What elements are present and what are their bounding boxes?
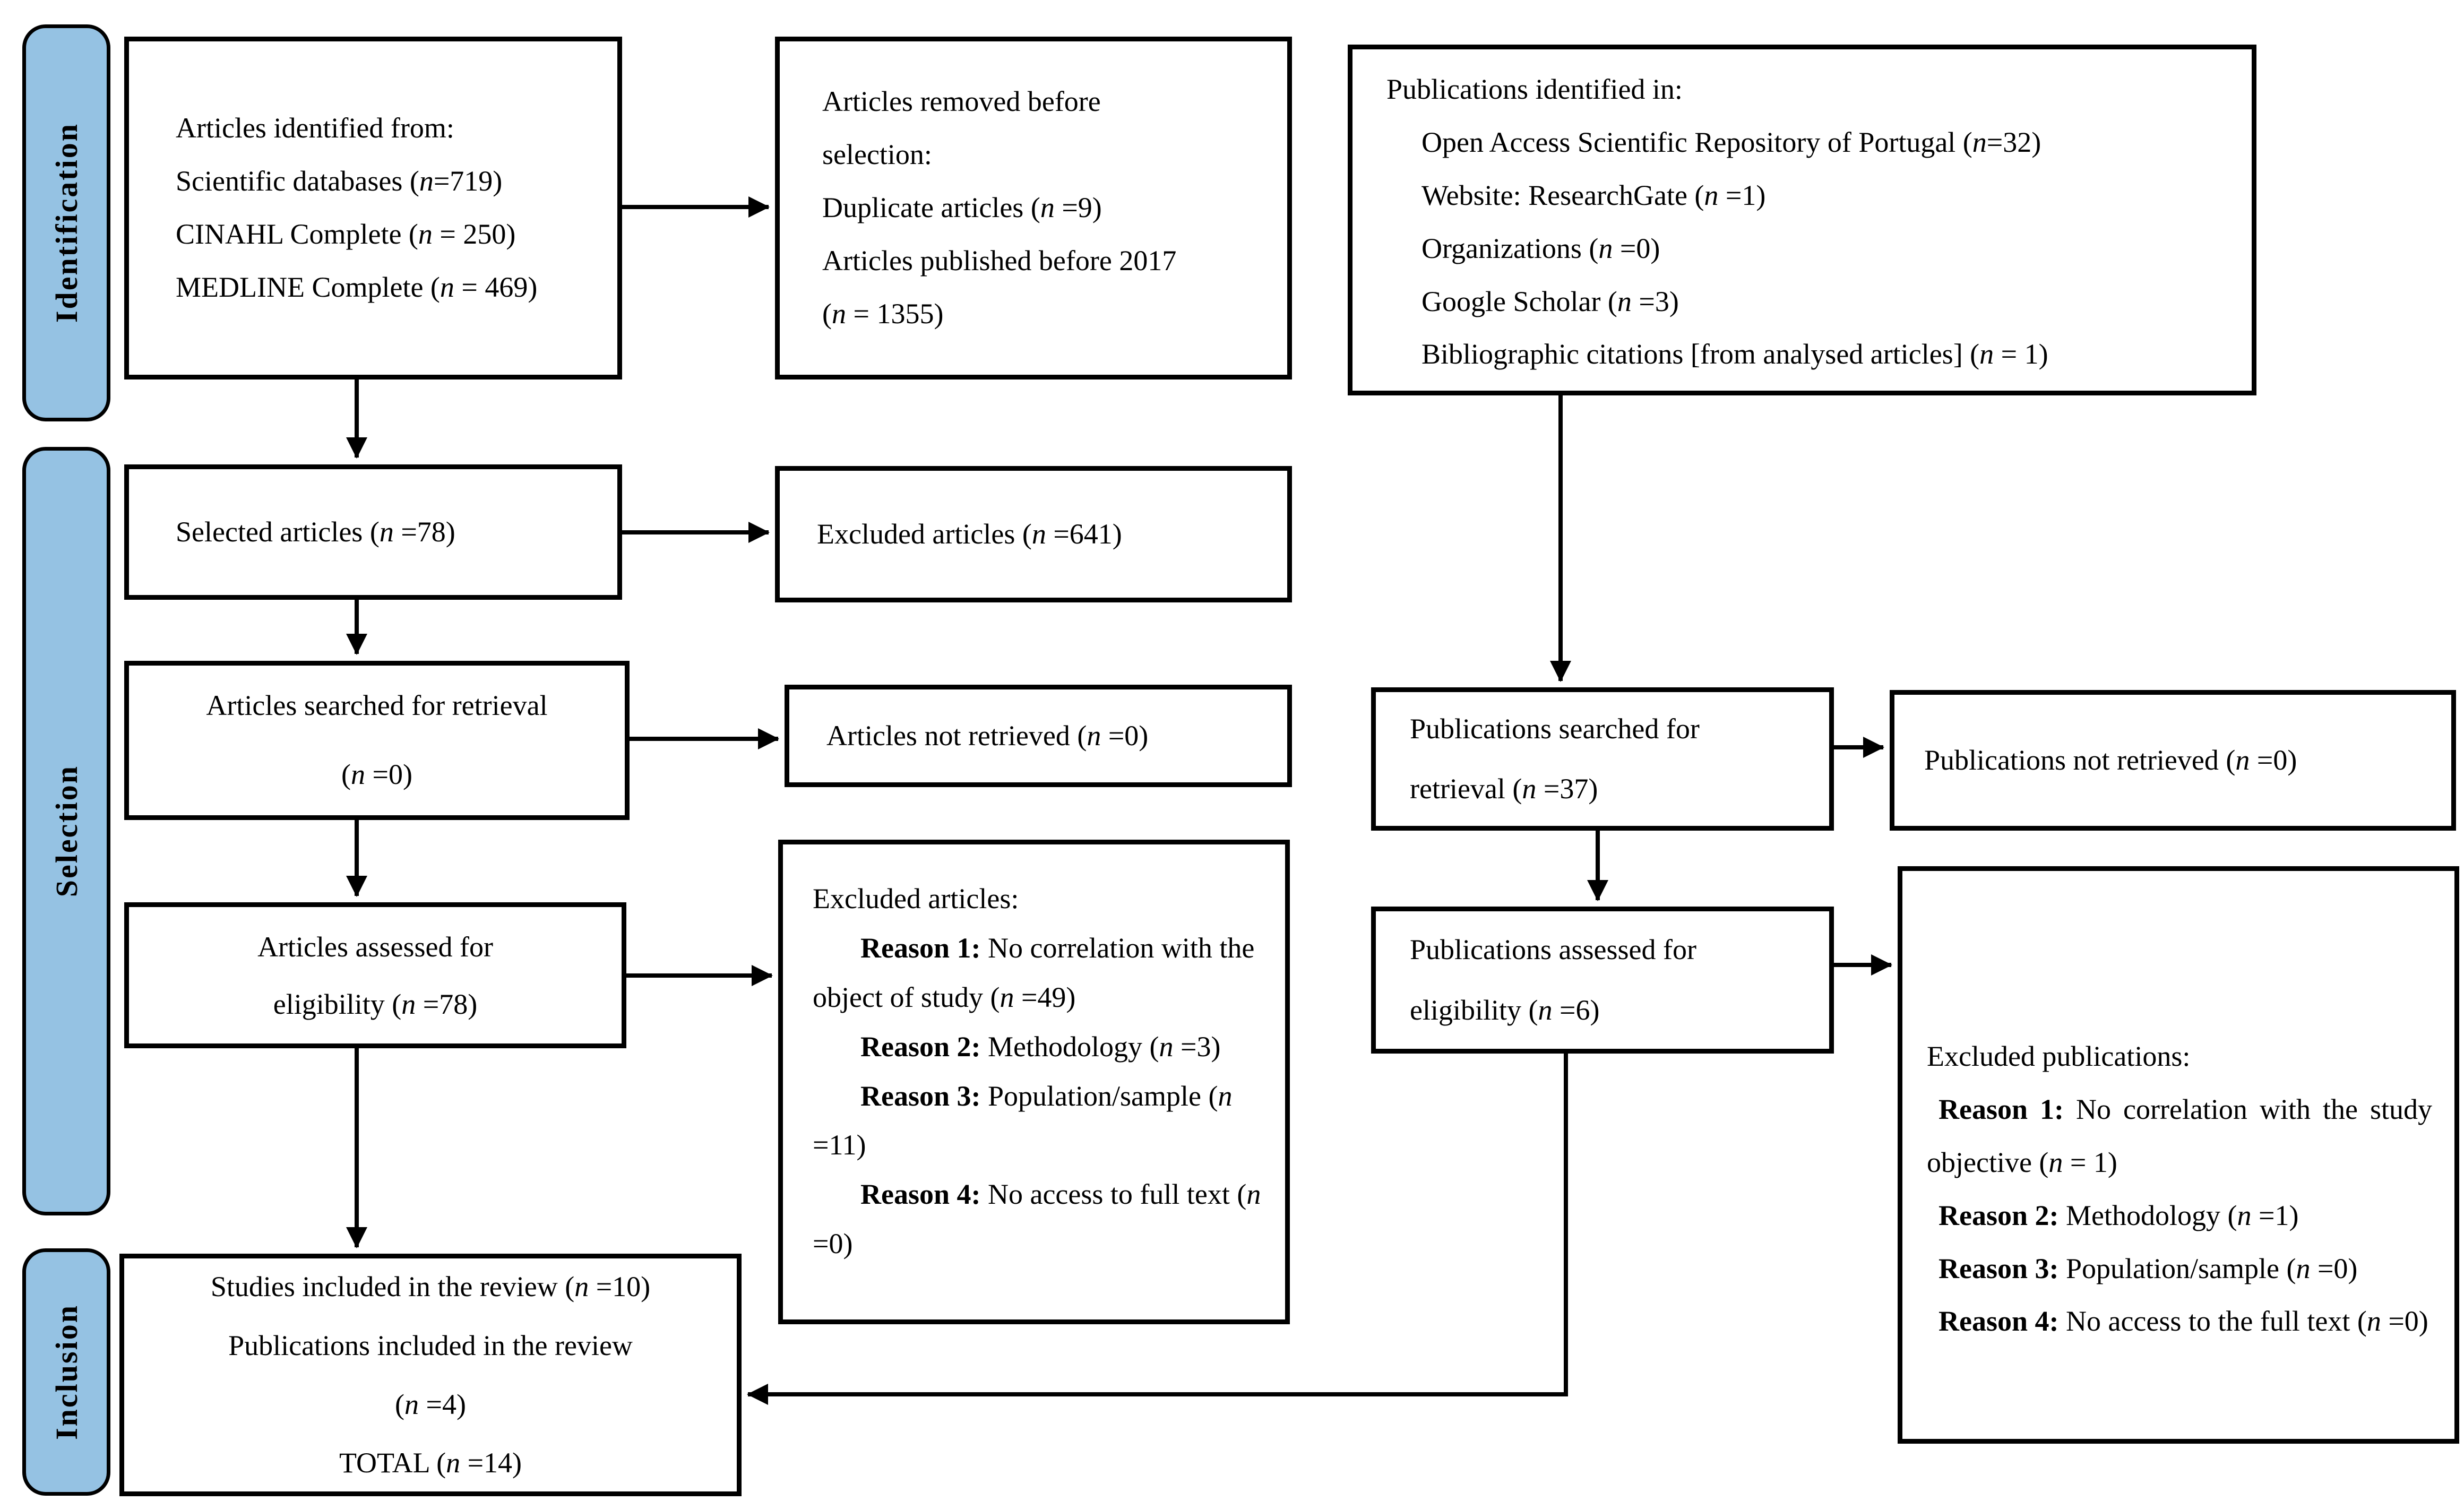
reason-text: Methodology (n =3) [980, 1030, 1221, 1063]
text-line: Scientific databases (n=719) [176, 165, 503, 197]
text-line: TOTAL (n =14) [339, 1447, 522, 1479]
text-line: Articles published before 2017 [822, 244, 1177, 277]
text-line: Studies included in the review (n =10) [210, 1271, 651, 1303]
reason-text: Methodology (n =1) [2058, 1199, 2299, 1231]
node-publications-assessed-for-eligibility: Publications assessed for eligibility (n… [1371, 907, 1834, 1054]
node-publications-not-retrieved: Publications not retrieved (n =0) [1890, 690, 2456, 831]
node-articles-assessed-for-eligibility: Articles assessed for eligibility (n =78… [124, 902, 626, 1048]
reason-label: Reason 4: [1939, 1305, 2059, 1338]
text-line: Publications assessed for [1410, 934, 1696, 966]
text-line: Articles assessed for [257, 930, 493, 963]
reason-label: Reason 1: [1939, 1093, 2064, 1125]
reason-text: No access to the full text (n =0) [2058, 1305, 2428, 1338]
text-line: Publications included in the review [228, 1329, 633, 1361]
text-line: Publications identified in: [1386, 73, 1683, 105]
stage-pill-selection: Selection [22, 447, 110, 1215]
reason-label: Reason 3: [860, 1080, 981, 1112]
node-publications-searched-for-retrieval: Publications searched for retrieval (n =… [1371, 687, 1834, 831]
node-publications-identified: Publications identified in: Open Access … [1348, 45, 2256, 395]
text-line: Excluded publications: [1927, 1040, 2191, 1072]
reason-item: Reason 3: Population/sample (n =11) [813, 1072, 1266, 1170]
node-articles-searched-for-retrieval: Articles searched for retrieval (n =0) [124, 661, 630, 820]
text-line: Excluded articles: [813, 883, 1019, 915]
text-line: Excluded articles (n =641) [817, 518, 1122, 550]
text-line: Publications not retrieved (n =0) [1924, 744, 2297, 777]
reason-item: Reason 4: No access to the full text (n … [1927, 1295, 2432, 1348]
text-line: Articles identified from: [176, 112, 454, 144]
text-line: eligibility (n =6) [1410, 994, 1600, 1026]
reason-label: Reason 2: [1939, 1199, 2059, 1231]
text-line: Articles removed before [822, 85, 1101, 118]
text-line: Selected articles (n =78) [176, 516, 455, 548]
reason-item: Reason 2: Methodology (n =1) [1927, 1189, 2432, 1243]
reason-label: Reason 1: [860, 931, 981, 964]
text-line: Organizations (n =0) [1421, 232, 1660, 264]
text-line: Articles not retrieved (n =0) [826, 720, 1149, 752]
text-line: (n = 1355) [822, 297, 944, 330]
node-selected-articles: Selected articles (n =78) [124, 464, 622, 600]
reason-label: Reason 3: [1939, 1252, 2059, 1284]
reason-item: Reason 1: No correlation with the study … [1927, 1083, 2432, 1189]
text-line: Google Scholar (n =3) [1421, 285, 1679, 317]
node-articles-not-retrieved: Articles not retrieved (n =0) [785, 685, 1292, 787]
reason-item: Reason 2: Methodology (n =3) [813, 1022, 1266, 1072]
text-line: eligibility (n =78) [273, 988, 478, 1020]
reason-item: Reason 1: No correlation with the object… [813, 924, 1266, 1022]
reason-text: Population/sample (n =0) [2058, 1252, 2358, 1284]
stage-label: Identification [49, 123, 84, 323]
text-line: Website: ResearchGate (n =1) [1421, 179, 1766, 211]
reason-text: No correlation with the study objective … [1927, 1093, 2432, 1178]
stage-label: Selection [49, 765, 84, 898]
node-excluded-publications-reasons: Excluded publications: Reason 1: No corr… [1898, 866, 2459, 1444]
text-line: Publications searched for [1410, 712, 1700, 745]
stage-pill-inclusion: Inclusion [22, 1248, 110, 1496]
node-articles-removed-before-selection: Articles removed before selection: Dupli… [775, 37, 1292, 379]
reason-label: Reason 2: [860, 1030, 981, 1063]
text-line: selection: [822, 139, 932, 171]
reason-text: No correlation with the object of study … [813, 931, 1255, 1013]
node-included-in-review: Studies included in the review (n =10) P… [119, 1254, 742, 1496]
reason-item: Reason 4: No access to full text (n =0) [813, 1170, 1266, 1269]
text-line: MEDLINE Complete (n = 469) [176, 271, 538, 303]
stage-pill-identification: Identification [22, 24, 110, 421]
text-line: Bibliographic citations [from analysed a… [1421, 338, 2048, 370]
node-excluded-articles: Excluded articles (n =641) [775, 466, 1292, 602]
node-excluded-articles-reasons: Excluded articles: Reason 1: No correlat… [778, 840, 1290, 1324]
text-line: Duplicate articles (n =9) [822, 192, 1102, 224]
stage-label: Inclusion [49, 1304, 84, 1440]
node-articles-identified: Articles identified from: Scientific dat… [124, 37, 622, 379]
reason-label: Reason 4: [860, 1178, 981, 1211]
reason-item: Reason 3: Population/sample (n =0) [1927, 1243, 2432, 1296]
text-line: Articles searched for retrieval [206, 689, 548, 722]
text-line: Open Access Scientific Repository of Por… [1421, 126, 2041, 158]
text-line: (n =4) [395, 1388, 466, 1420]
text-line: retrieval (n =37) [1410, 773, 1598, 805]
text-line: (n =0) [341, 758, 412, 790]
text-line: CINAHL Complete (n = 250) [176, 218, 516, 250]
